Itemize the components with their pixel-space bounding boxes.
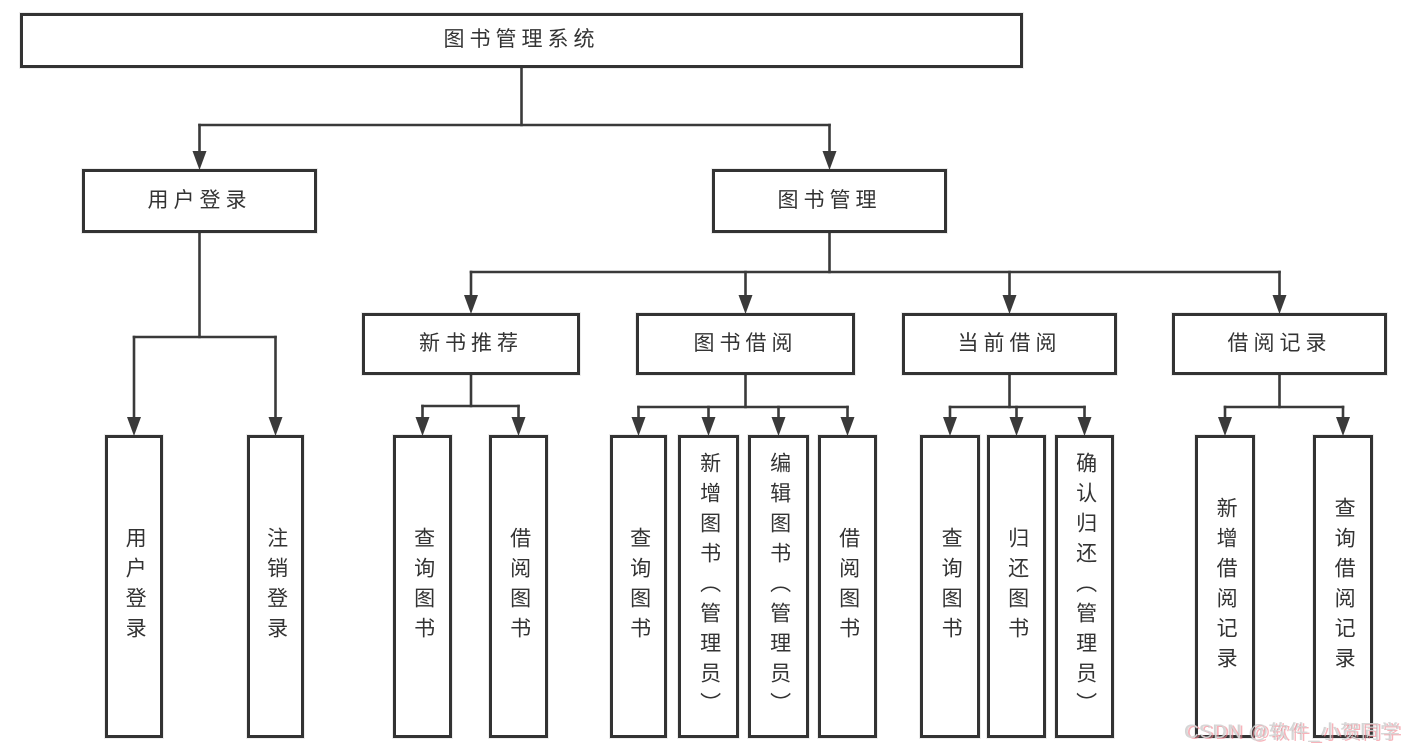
arrowhead-icon: [1218, 417, 1232, 436]
node-label-book-management: 图书管理: [777, 188, 882, 212]
node-label-query-books-1: 查询图书: [411, 526, 435, 647]
node-label-new-book-recommend: 新书推荐: [419, 331, 523, 355]
arrowhead-icon: [464, 295, 478, 314]
arrowhead-icon: [1077, 417, 1092, 436]
node-label-user-login: 用户登录: [147, 188, 252, 212]
arrowhead-icon: [192, 151, 207, 170]
node-label-book-borrowing: 图书借阅: [693, 331, 798, 355]
node-label-user-login-leaf: 用户登录: [123, 526, 147, 647]
arrowhead-icon: [1009, 417, 1024, 436]
node-label-borrow-books-1: 借阅图书: [507, 526, 531, 647]
node-label-system: 图书管理系统: [443, 28, 600, 52]
arrowhead-icon: [415, 417, 430, 436]
arrowhead-icon: [127, 417, 141, 436]
arrowhead-icon: [822, 151, 837, 170]
node-logout: 注销登录: [247, 435, 304, 738]
node-book-borrowing: 图书借阅: [636, 313, 855, 375]
node-new-book-recommend: 新书推荐: [362, 313, 580, 375]
node-label-query-books-3: 查询图书: [939, 526, 963, 647]
node-label-logout: 注销登录: [264, 526, 288, 647]
arrowhead-icon: [1336, 417, 1350, 436]
arrowhead-icon: [738, 295, 753, 314]
node-label-query-books-2: 查询图书: [627, 526, 651, 647]
node-return-books: 归还图书: [987, 435, 1046, 738]
node-query-books-2: 查询图书: [610, 435, 667, 738]
node-current-borrowing: 当前借阅: [902, 313, 1117, 375]
arrowhead-icon: [631, 417, 646, 436]
node-add-book-admin: 新增图书（管理员）: [678, 435, 739, 738]
arrowhead-icon: [1002, 295, 1017, 314]
arrowhead-icon: [840, 417, 855, 436]
arrowhead-icon: [771, 417, 786, 436]
arrowhead-icon: [701, 417, 716, 436]
node-borrowing-records: 借阅记录: [1172, 313, 1387, 375]
node-label-borrowing-records: 借阅记录: [1227, 331, 1332, 355]
node-label-add-book-admin: 新增图书（管理员）: [697, 451, 721, 722]
node-borrow-books-1: 借阅图书: [489, 435, 548, 738]
arrowhead-icon: [511, 417, 526, 436]
node-label-confirm-return-admin: 确认归还（管理员）: [1073, 451, 1097, 722]
node-label-query-borrow-record: 查询借阅记录: [1332, 496, 1356, 677]
node-add-borrow-record: 新增借阅记录: [1195, 435, 1255, 738]
node-edit-book-admin: 编辑图书（管理员）: [748, 435, 809, 738]
node-user-login-leaf: 用户登录: [105, 435, 163, 738]
arrowhead-icon: [268, 417, 283, 436]
node-label-return-books: 归还图书: [1005, 526, 1029, 647]
node-label-edit-book-admin: 编辑图书（管理员）: [767, 451, 791, 722]
node-borrow-books-2: 借阅图书: [818, 435, 877, 738]
node-system: 图书管理系统: [20, 13, 1023, 68]
node-query-books-1: 查询图书: [393, 435, 452, 738]
node-query-books-3: 查询图书: [920, 435, 980, 738]
node-label-current-borrowing: 当前借阅: [957, 331, 1062, 355]
arrowhead-icon: [1272, 295, 1287, 314]
node-query-borrow-record: 查询借阅记录: [1313, 435, 1373, 738]
watermark: CSDN @软件_小贺同学: [1185, 722, 1401, 743]
node-label-add-borrow-record: 新增借阅记录: [1214, 496, 1238, 677]
arrowhead-icon: [943, 417, 957, 436]
node-label-borrow-books-2: 借阅图书: [836, 526, 860, 647]
node-user-login: 用户登录: [82, 169, 317, 233]
node-book-management: 图书管理: [712, 169, 947, 233]
node-confirm-return-admin: 确认归还（管理员）: [1055, 435, 1114, 738]
